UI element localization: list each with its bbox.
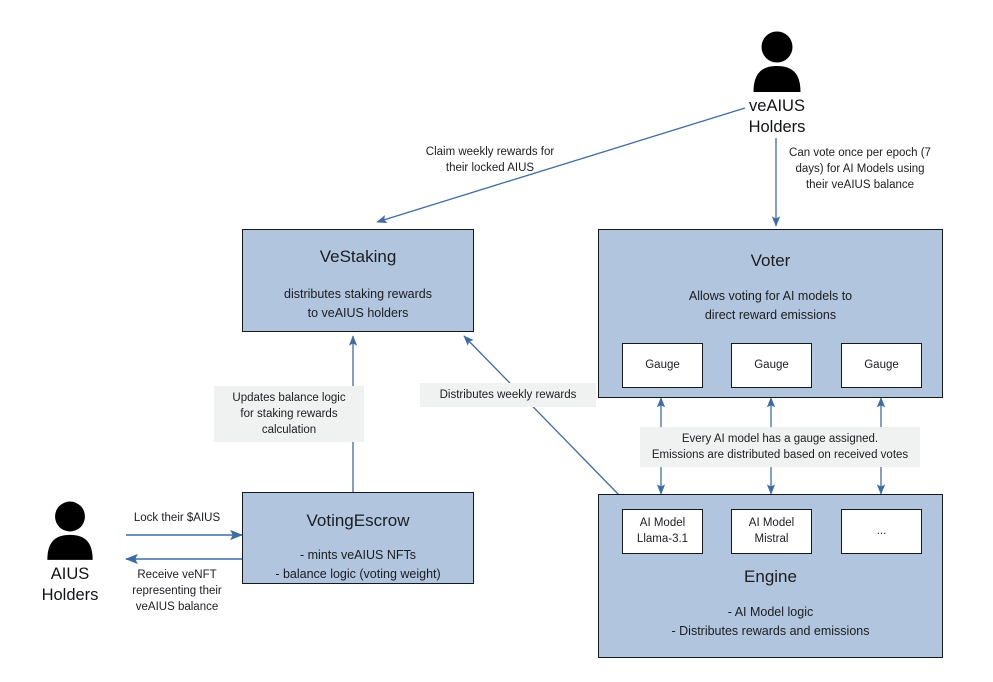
node-engine-title: Engine [744,567,797,586]
person-icon [47,501,93,560]
edge-label-lock-aius: Lock their $AIUS [133,512,221,524]
ai-model-box-1[interactable]: AI Model Llama-3.1 [622,509,703,554]
edge-label-distributes-weekly: Distributes weekly rewards [420,383,596,408]
edge-label-vote-epoch: Can vote once per epoch (7 days) for AI … [789,147,931,192]
actor-veaius-holders: veAIUS Holders [735,30,819,139]
edge-engine-to-vestaking [463,335,621,497]
node-votingescrow-desc: - mints veAIUS NFTs - balance logic (vot… [275,548,441,581]
edge-label-updates-balance: Updates balance logic for staking reward… [214,386,364,443]
node-votingescrow-title: VotingEscrow [306,511,410,530]
person-icon [753,31,801,92]
gauge-box-3[interactable]: Gauge [841,343,922,388]
actor-aius-holders: AIUS Holders [26,500,114,607]
edge-label-receive-venft: Receive veNFT representing their veAIUS … [132,569,222,614]
gauge-box-2[interactable]: Gauge [731,343,812,388]
ai-model-box-3[interactable]: ... [841,509,922,554]
node-engine-desc: - AI Model logic - Distributes rewards a… [671,605,870,638]
node-vestaking-desc: distributes staking rewards to veAIUS ho… [284,287,432,320]
edge-label-gauge-assigned: Every AI model has a gauge assigned. Emi… [640,427,920,468]
actor-aius-holders-label: AIUS Holders [41,565,99,605]
node-vestaking[interactable]: VeStaking distributes staking rewards to… [242,229,474,332]
node-votingescrow[interactable]: VotingEscrow - mints veAIUS NFTs - balan… [242,492,474,584]
actor-veaius-holders-label: veAIUS Holders [748,97,806,137]
gauge-box-1[interactable]: Gauge [622,343,703,388]
node-voter-desc: Allows voting for AI models to direct re… [688,289,853,322]
node-voter-title: Voter [750,251,791,270]
ai-model-box-2[interactable]: AI Model Mistral [731,509,812,554]
node-vestaking-title: VeStaking [319,247,397,266]
edge-label-claim-rewards: Claim weekly rewards for their locked AI… [425,146,555,175]
